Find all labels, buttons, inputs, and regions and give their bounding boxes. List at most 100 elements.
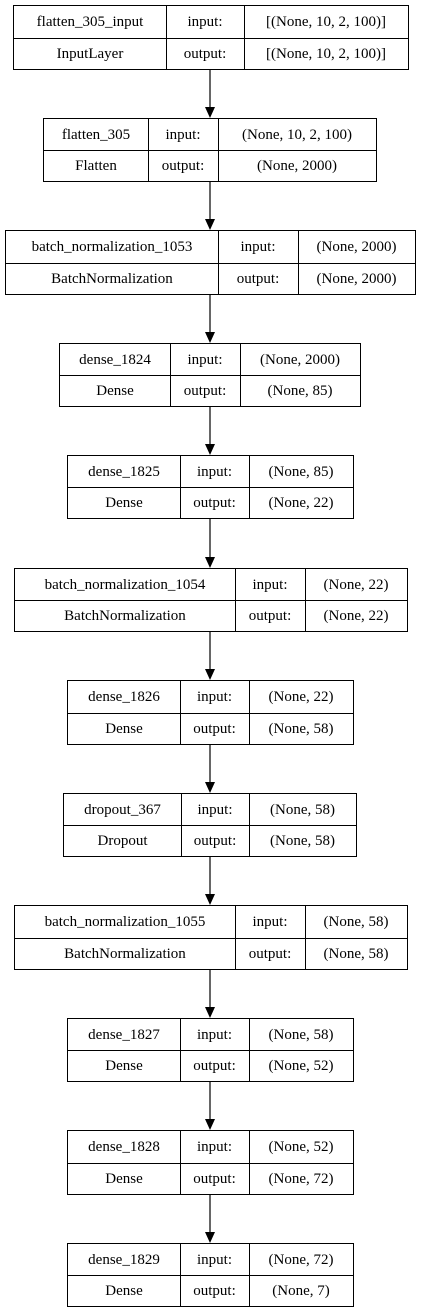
arrowhead <box>205 332 215 343</box>
column-divider <box>235 906 236 969</box>
edge-arrow <box>205 295 215 343</box>
row-divider <box>44 150 376 151</box>
edge-arrow <box>205 632 215 680</box>
input-shape: [(None, 10, 2, 100)] <box>266 14 386 30</box>
input-label: input: <box>196 1139 232 1155</box>
output-label: output: <box>248 945 292 962</box>
column-divider <box>180 1244 181 1306</box>
layer-name: batch_normalization_1055 <box>44 914 206 930</box>
arrowhead <box>205 782 215 793</box>
arrowhead <box>205 1007 215 1018</box>
output-label: output: <box>193 720 236 737</box>
layer-name: dense_1824 <box>79 351 151 368</box>
input-shape: (None, 58) <box>270 801 335 818</box>
row-divider <box>68 487 353 488</box>
output-label: output: <box>161 157 205 174</box>
input-label: input: <box>196 1026 232 1043</box>
output-shape: (None, 58) <box>268 720 334 737</box>
input-shape: (None, 2000) <box>260 351 340 368</box>
row-divider <box>68 1275 353 1276</box>
arrowhead <box>205 557 215 568</box>
layer-type: Dense <box>105 720 143 737</box>
edge-arrow <box>205 970 215 1018</box>
column-divider <box>170 344 171 406</box>
column-divider <box>298 231 299 294</box>
input-label: input: <box>252 576 288 593</box>
input-label: input: <box>187 351 223 368</box>
output-shape: (None, 58) <box>323 945 389 962</box>
column-divider <box>148 119 149 181</box>
layer-type: Dense <box>105 494 143 511</box>
row-divider <box>6 263 415 264</box>
layer-name: flatten_305_input <box>36 14 144 30</box>
output-label: output: <box>193 494 236 511</box>
row-divider <box>68 1050 353 1051</box>
row-divider <box>64 825 356 826</box>
output-shape: (None, 2000) <box>257 157 337 174</box>
output-shape: (None, 58) <box>270 832 335 849</box>
input-label: input: <box>187 14 223 30</box>
column-divider <box>166 6 167 69</box>
input-label: input: <box>165 126 201 143</box>
output-label: output: <box>236 270 280 287</box>
input-label: input: <box>196 1251 232 1268</box>
row-divider <box>68 713 353 714</box>
input-shape: (None, 85) <box>268 463 334 480</box>
layer-type: Dense <box>105 1282 143 1299</box>
layer-type: Dense <box>105 1057 143 1074</box>
layer-name: dense_1826 <box>88 689 160 705</box>
input-shape: (None, 72) <box>268 1251 334 1268</box>
column-divider <box>180 1131 181 1194</box>
input-shape: (None, 58) <box>323 914 389 930</box>
output-label: output: <box>183 382 227 399</box>
edge-arrow <box>205 1195 215 1243</box>
output-shape: (None, 52) <box>268 1057 334 1074</box>
column-divider <box>305 569 306 631</box>
column-divider <box>249 794 250 856</box>
arrowhead <box>205 894 215 905</box>
row-divider <box>14 38 408 39</box>
output-label: output: <box>193 1057 236 1074</box>
edge-arrow <box>205 70 215 118</box>
edge-arrow <box>205 857 215 905</box>
layer-name: flatten_305 <box>61 126 131 143</box>
column-divider <box>235 569 236 631</box>
column-divider <box>244 6 245 69</box>
output-shape: (None, 2000) <box>316 270 397 287</box>
input-label: input: <box>197 801 233 818</box>
column-divider <box>249 1131 250 1194</box>
layer-name: dense_1825 <box>88 463 160 480</box>
output-shape: (None, 85) <box>267 382 333 399</box>
column-divider <box>218 119 219 181</box>
output-label: output: <box>183 45 227 62</box>
arrowhead <box>205 669 215 680</box>
output-shape: (None, 72) <box>268 1170 334 1187</box>
layer-type: InputLayer <box>56 45 124 62</box>
row-divider <box>15 600 407 601</box>
arrowhead <box>205 1119 215 1130</box>
column-divider <box>305 906 306 969</box>
output-shape: (None, 22) <box>268 494 334 511</box>
layer-name: dense_1827 <box>88 1026 160 1043</box>
edge-arrow <box>205 1082 215 1130</box>
layer-type: Flatten <box>75 157 117 174</box>
layer-type: BatchNormalization <box>51 270 173 287</box>
edge-arrow <box>205 745 215 793</box>
arrowhead <box>205 1232 215 1243</box>
output-shape: [(None, 10, 2, 100)] <box>266 45 386 62</box>
output-label: output: <box>193 1282 236 1299</box>
column-divider <box>249 456 250 518</box>
input-shape: (None, 22) <box>323 576 389 593</box>
layer-type: Dropout <box>97 832 148 849</box>
layer-name: dropout_367 <box>84 801 161 818</box>
arrowhead <box>205 107 215 118</box>
